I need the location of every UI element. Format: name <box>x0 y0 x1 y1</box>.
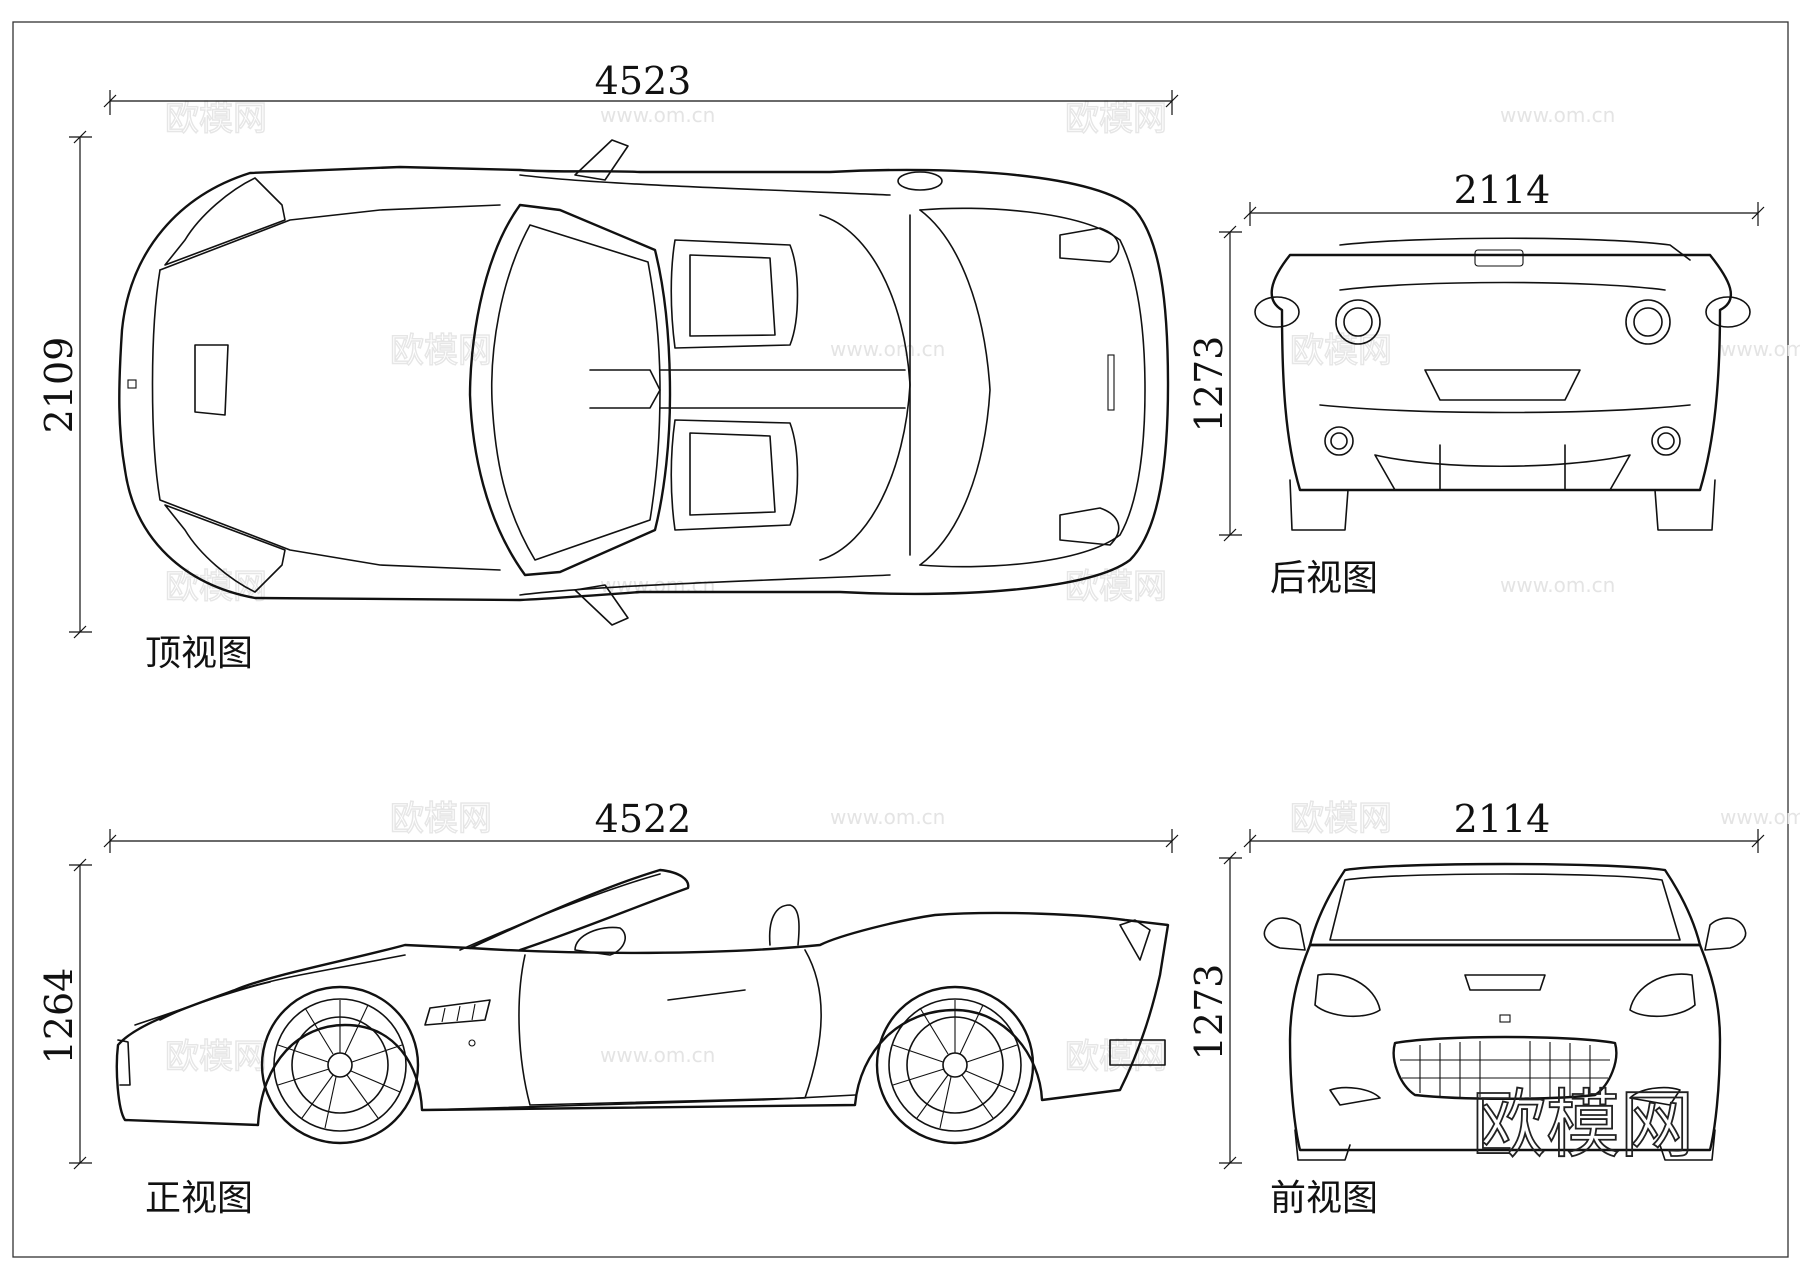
rear-width-value: 2114 <box>1454 168 1551 212</box>
top-length-value: 4523 <box>595 59 692 103</box>
watermark-url: www.om.cn <box>1720 805 1800 829</box>
side-door <box>518 949 822 1106</box>
watermark-brand: 欧模网 <box>1065 1037 1167 1077</box>
rear-view-caption: 后视图 <box>1270 558 1378 599</box>
rear-view: 2114 1273 <box>1187 168 1765 542</box>
watermark-logo-large: 欧模网 <box>1472 1082 1694 1168</box>
rear-height-dimension: 1273 <box>1187 225 1242 542</box>
side-view: 4522 1264 <box>37 797 1179 1170</box>
side-rear-wheel <box>875 985 1035 1145</box>
top-view: 4523 2109 <box>37 59 1179 639</box>
watermark-url: www.om.cn <box>600 1043 715 1067</box>
watermark-url: www.om.cn <box>1720 337 1800 361</box>
front-width-value: 2114 <box>1454 797 1551 841</box>
watermark-url: www.om.cn <box>830 337 945 361</box>
top-length-dimension: 4523 <box>103 59 1179 115</box>
front-height-value: 1273 <box>1187 964 1231 1061</box>
side-height-dimension: 1264 <box>37 858 92 1170</box>
watermark-brand: 欧模网 <box>1065 567 1167 607</box>
watermark-url: www.om.cn <box>1500 573 1615 597</box>
side-body-outline <box>115 911 1170 1127</box>
watermark-brand: 欧模网 <box>390 799 492 839</box>
top-windshield <box>468 203 672 577</box>
top-width-dimension: 2109 <box>37 130 92 639</box>
top-width-value: 2109 <box>37 337 81 434</box>
top-view-caption: 顶视图 <box>145 633 253 674</box>
watermark-brand: 欧模网 <box>1065 99 1167 139</box>
watermark-url: www.om.cn <box>830 805 945 829</box>
watermark-brand: 欧模网 <box>1290 799 1392 839</box>
side-length-value: 4522 <box>595 797 692 841</box>
top-seat-left <box>670 239 799 349</box>
rear-width-dimension: 2114 <box>1243 168 1765 226</box>
watermark-brand: 欧模网 <box>165 99 267 139</box>
side-height-value: 1264 <box>37 968 81 1065</box>
front-view-caption: 前视图 <box>1270 1178 1378 1219</box>
front-body-outline <box>1288 943 1722 1152</box>
watermark-brand: 欧模网 <box>390 331 492 371</box>
watermark-brand: 欧模网 <box>1290 331 1392 371</box>
front-height-dimension: 1273 <box>1187 851 1242 1170</box>
side-front-wheel <box>260 985 420 1145</box>
side-windshield <box>468 868 690 952</box>
watermark-layer: 欧模网 www.om.cn 欧模网 www.om.cn 欧模网 www.om.c… <box>164 98 1800 1077</box>
front-windshield <box>1308 862 1702 947</box>
front-grille <box>1392 1035 1618 1100</box>
top-seat-right <box>670 419 799 531</box>
drawing-frame <box>12 21 1789 1258</box>
watermark-url: www.om.cn <box>600 103 715 127</box>
front-width-dimension: 2114 <box>1243 797 1765 853</box>
watermark-brand: 欧模网 <box>165 1037 267 1077</box>
rear-height-value: 1273 <box>1187 336 1231 433</box>
side-length-dimension: 4522 <box>103 797 1179 853</box>
front-view: 2114 1273 <box>1187 797 1765 1170</box>
top-body-outline <box>118 165 1170 602</box>
side-view-caption: 正视图 <box>145 1178 253 1219</box>
watermark-url: www.om.cn <box>1500 103 1615 127</box>
